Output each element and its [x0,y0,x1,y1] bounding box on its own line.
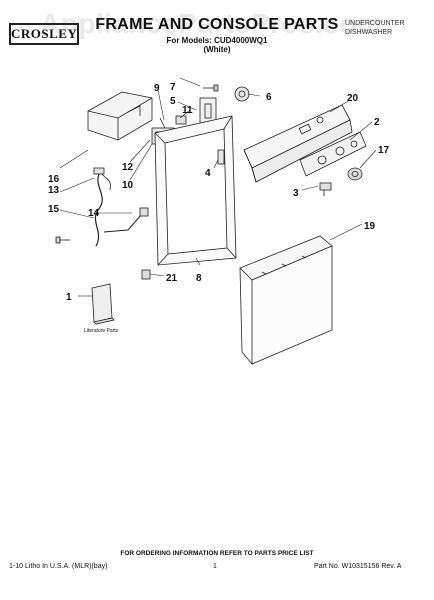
callout-21: 21 [166,273,178,284]
leader-lines [59,77,377,297]
color-line: (White) [203,45,231,54]
callout-13: 13 [48,185,60,196]
callout-14: 14 [88,208,100,219]
control-panel [299,131,367,177]
callout-19: 19 [364,221,376,232]
callout-9: 9 [154,83,160,94]
knob-17 [347,167,363,181]
callout-20: 20 [347,93,359,104]
callout-11: 11 [182,105,193,116]
product-type: UNDERCOUNTER DISHWASHER [345,19,405,37]
screw-7 [203,84,219,92]
wiring-cover [87,91,153,141]
hinge-parts [199,86,250,125]
callout-16: 16 [48,174,60,185]
callout-6: 6 [266,92,272,103]
callout-1: 1 [66,292,72,303]
literature-label: Literature Parts [84,328,119,334]
watermark: AppliancePartsPros.com [40,8,383,39]
callout-4: 4 [205,168,211,179]
callout-2: 2 [374,117,380,128]
litho-info: 1-10 Litho In U.S.A. (MLR)(bay) [9,563,108,570]
callout-5: 5 [170,96,176,107]
console-panel [243,104,353,183]
ordering-info: FOR ORDERING INFORMATION REFER TO PARTS … [120,550,314,557]
page-title: FRAME AND CONSOLE PARTS [95,16,339,33]
literature-booklet [91,283,115,325]
door-switch [175,115,187,125]
door-panel [239,235,333,365]
actuator-3 [319,182,332,196]
page-number: 1 [213,563,217,570]
callout-7: 7 [170,82,176,93]
brand-logo: CROSLEY [9,23,79,45]
callout-17: 17 [378,145,390,156]
callout-15: 15 [48,204,60,215]
product-type-line2: DISHWASHER [345,29,393,36]
door-frame [154,115,237,266]
callout-10: 10 [122,180,134,191]
model-line: For Models: CUD4000WQ1 [166,36,268,45]
callout-12: 12 [122,162,134,173]
part-number: Part No. W10315156 Rev. A [314,563,402,570]
screw-15 [55,236,70,244]
product-type-line1: UNDERCOUNTER [345,20,405,27]
wire-harness [93,167,149,247]
callout-8: 8 [196,273,202,284]
callout-3: 3 [293,188,299,199]
clip-21 [141,269,151,280]
